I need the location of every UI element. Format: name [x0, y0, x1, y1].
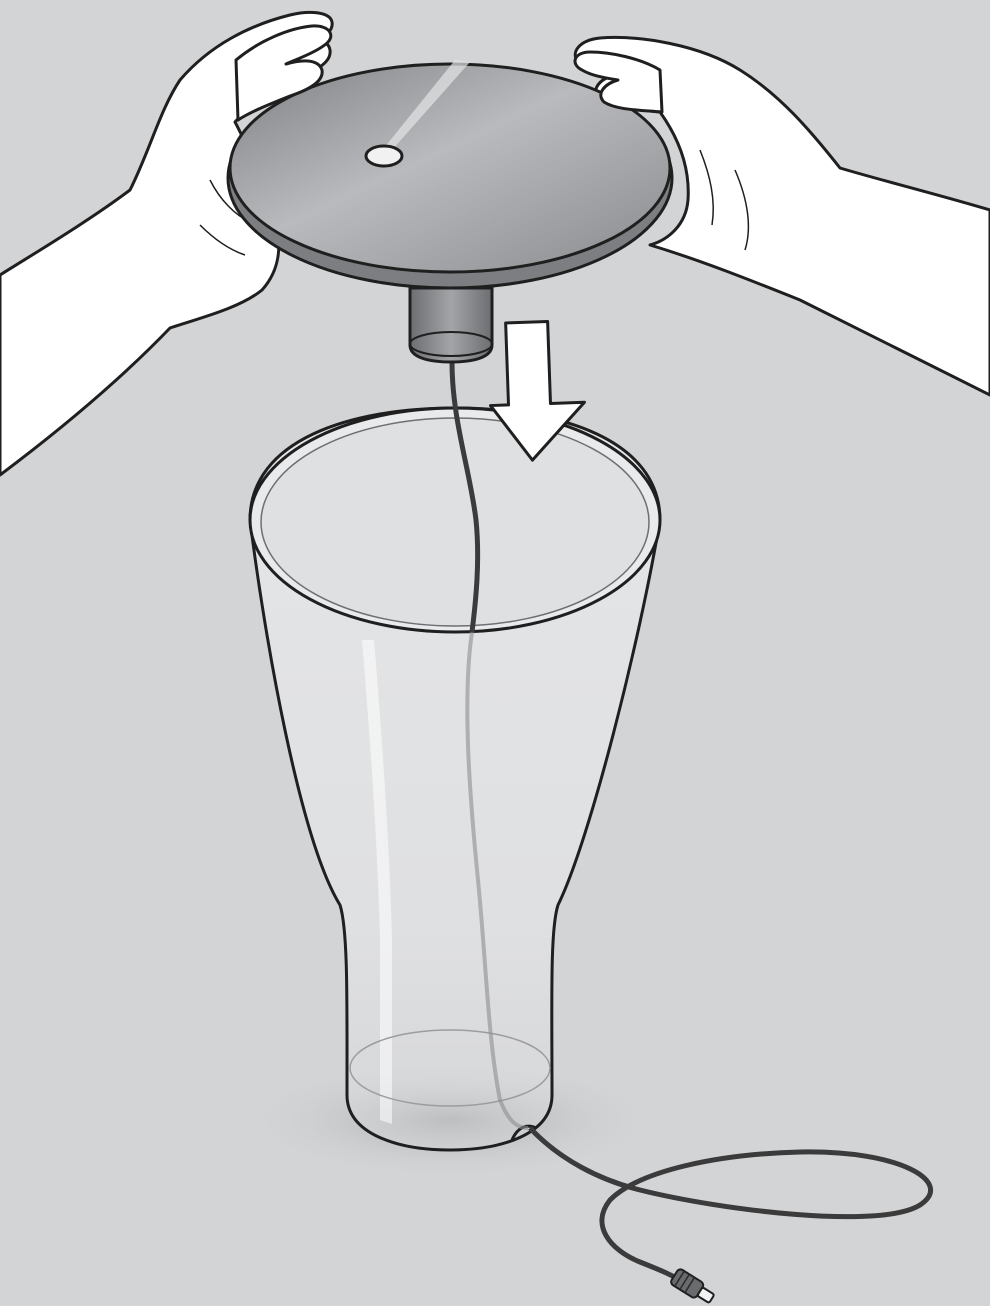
glass-rim-inner	[261, 418, 649, 626]
power-plug	[670, 1268, 717, 1306]
lamp-socket	[410, 288, 492, 362]
disc-center-hole	[366, 146, 402, 166]
